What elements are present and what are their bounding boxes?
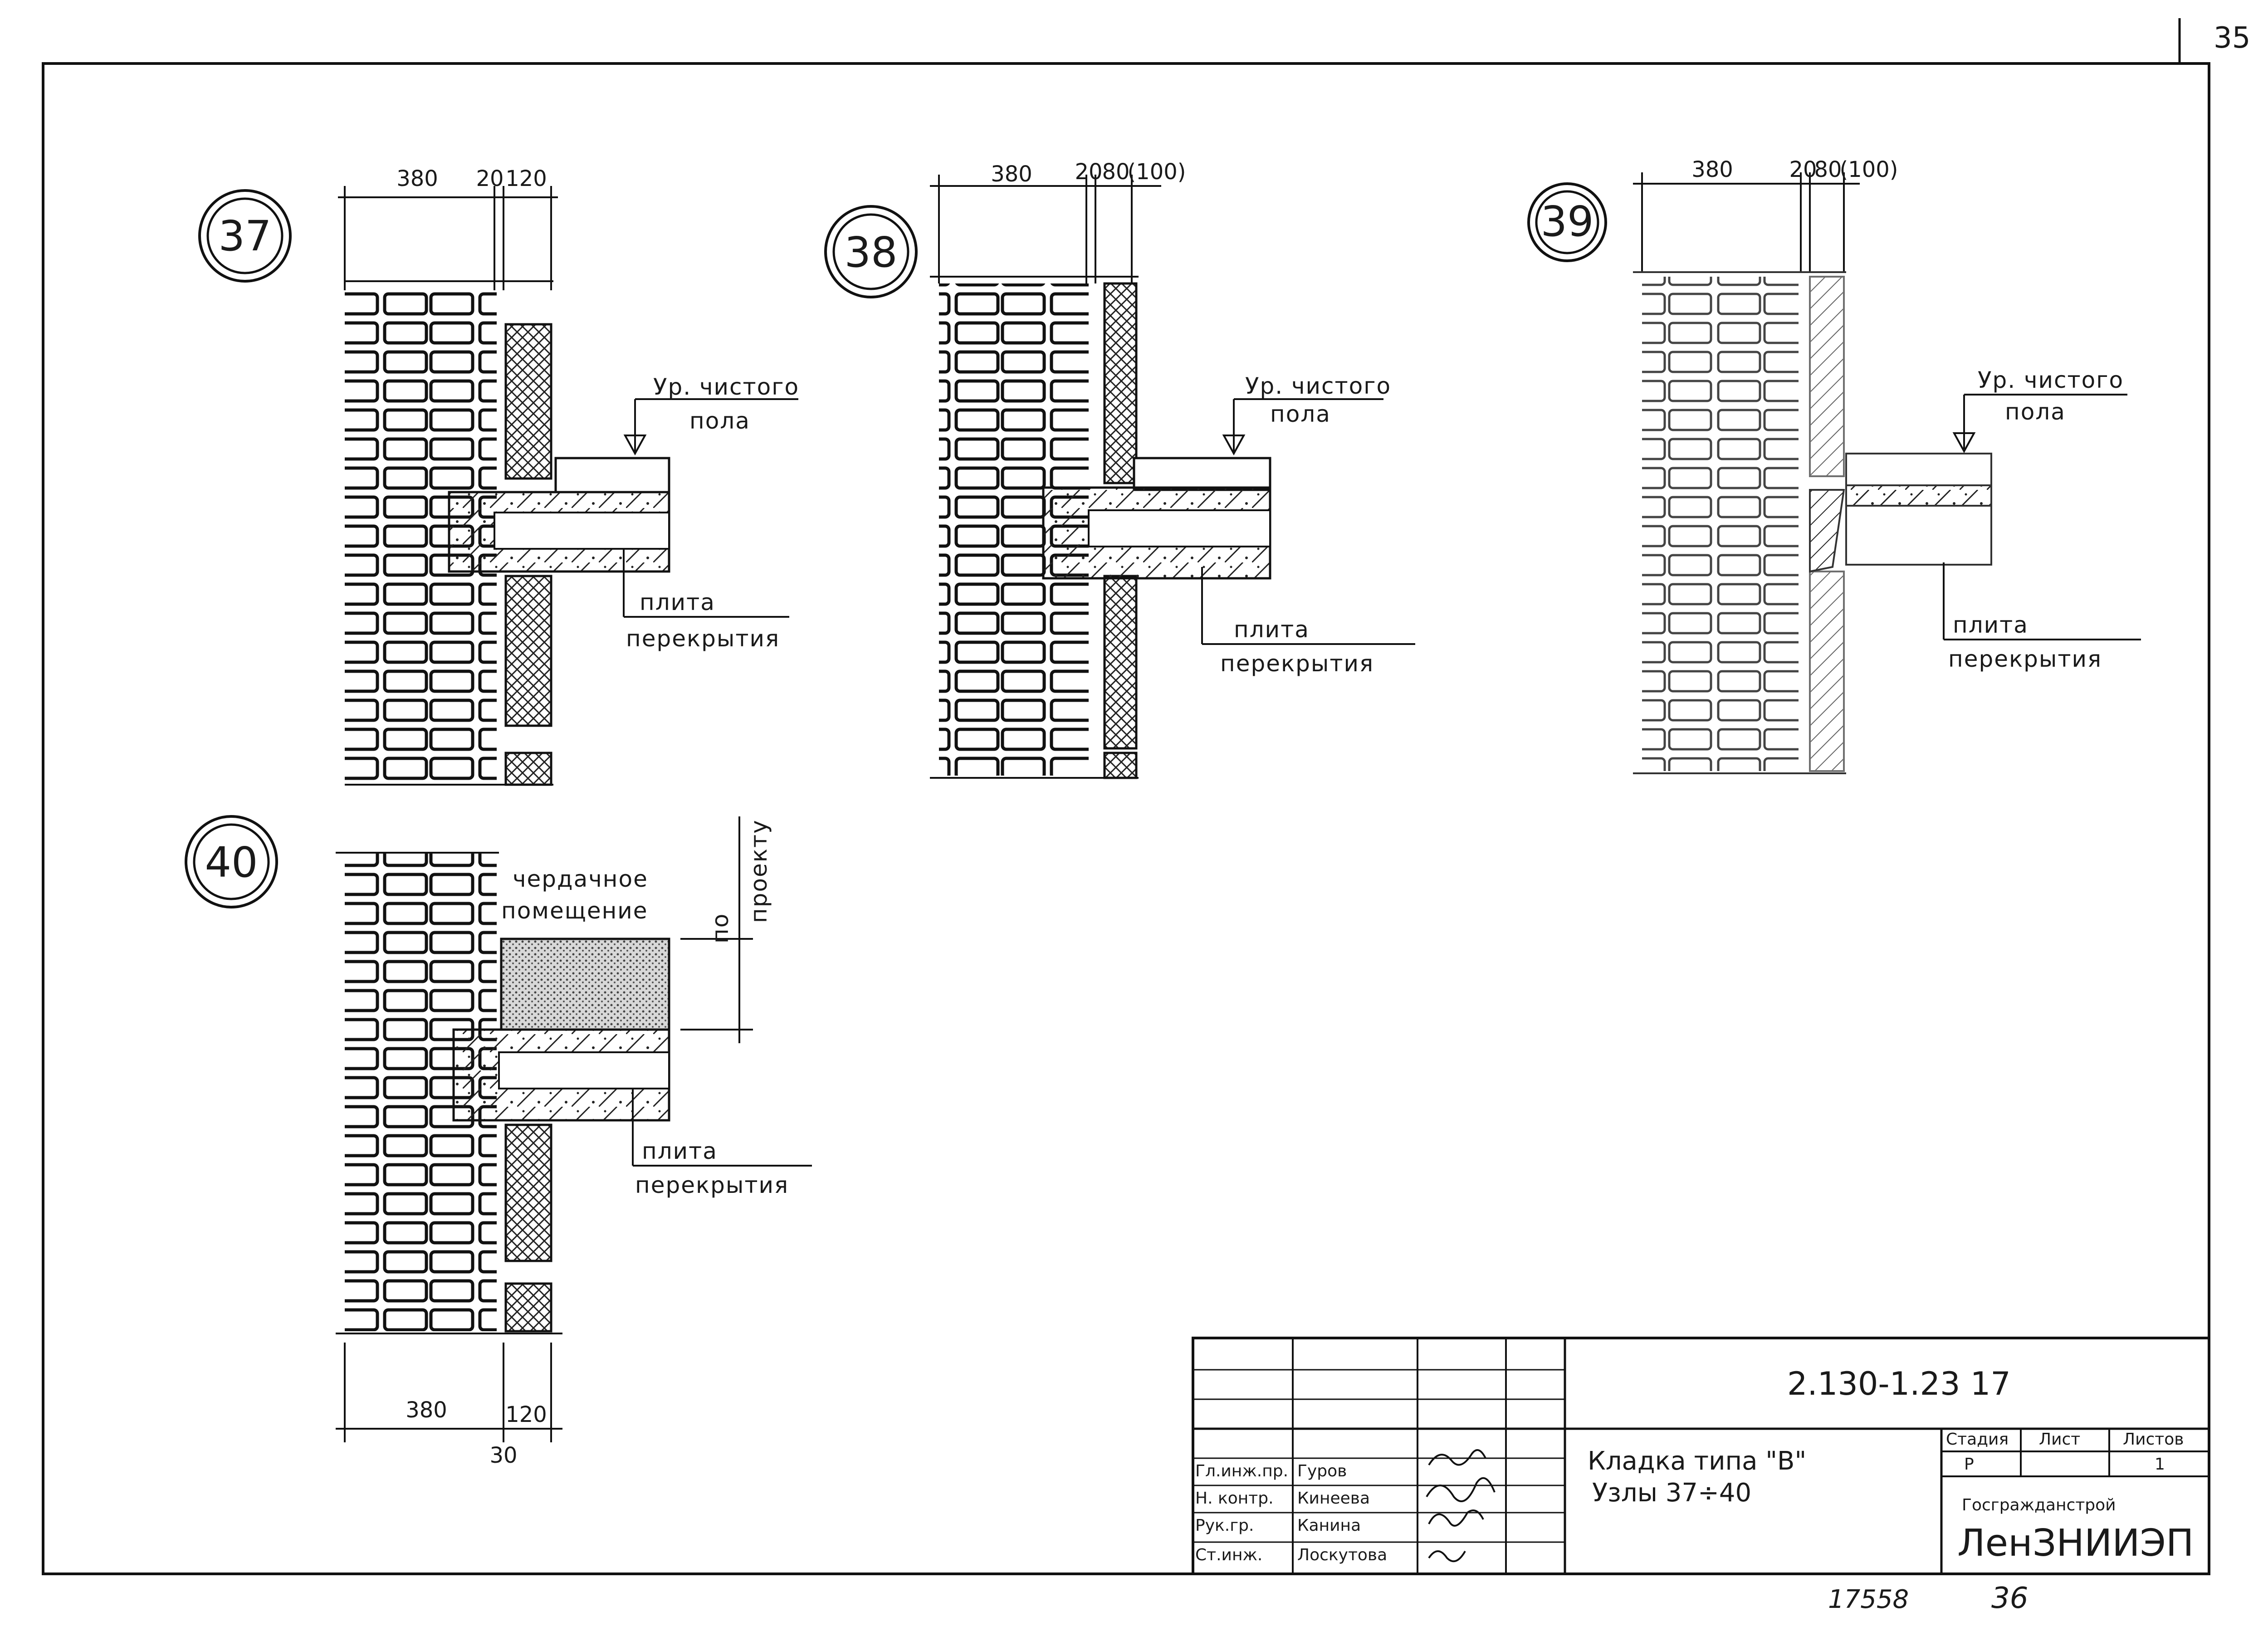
node-38-dim-20: 20 xyxy=(1075,159,1102,185)
node-38-dim-100: (100) xyxy=(1127,159,1186,185)
node-39-floor-label-2: пола xyxy=(2005,399,2066,425)
node-37-circle xyxy=(198,189,292,283)
role-chief-engineer: Гл.инж.пр. xyxy=(1195,1462,1288,1480)
node-39-dim-100: (100) xyxy=(1839,157,1898,182)
node-38-slab-label-2: перекрытия xyxy=(1220,650,1374,677)
node-37-slab-label-1: плита xyxy=(640,589,715,615)
sheet-frame: 35 xyxy=(42,18,2250,1575)
node-38-dim-80: 80 xyxy=(1102,159,1129,185)
name-group-leader: Канина xyxy=(1297,1516,1361,1535)
node-39-dim-380: 380 xyxy=(1691,157,1733,182)
sheet-header: Лист xyxy=(2039,1430,2080,1449)
stage-header: Стадия xyxy=(1946,1430,2009,1449)
node-40: 40 чердачное помещение по проекту плита … xyxy=(185,815,812,1468)
node-40-by-project-2: проекту xyxy=(746,819,772,923)
bottom-number: 36 xyxy=(1991,1582,2028,1615)
name-senior-engineer: Лоскутова xyxy=(1297,1546,1387,1564)
node-39-brick-wall xyxy=(1642,277,1799,771)
role-group-leader: Рук.гр. xyxy=(1195,1516,1254,1535)
node-39-floor xyxy=(1845,453,1992,486)
inventory-number: 17558 xyxy=(1828,1585,1909,1614)
sheets-header: Листов xyxy=(2123,1430,2184,1449)
signatures xyxy=(1426,1449,1496,1563)
node-39-dim-20: 20 xyxy=(1789,157,1817,182)
node-37-insulation-lower xyxy=(504,575,552,727)
node-40-circle xyxy=(185,815,278,908)
node-40-slab-label-1: плита xyxy=(642,1138,718,1164)
name-chief-engineer: Гуров xyxy=(1297,1462,1347,1480)
title-line-1: Кладка типа "В" xyxy=(1588,1446,1806,1476)
node-39-slab-label-2: перекрытия xyxy=(1948,646,2102,672)
node-38-insulation-lower xyxy=(1103,575,1138,750)
node-39-number: 39 xyxy=(1540,197,1593,246)
role-senior-engineer: Ст.инж. xyxy=(1195,1546,1262,1564)
node-39-slab-label-1: плита xyxy=(1953,612,2028,638)
node-39-circle xyxy=(1527,182,1607,262)
node-38-slab-label-1: плита xyxy=(1234,616,1310,643)
stage-value: Р xyxy=(1964,1455,1974,1474)
node-37-number: 37 xyxy=(218,212,271,260)
node-38-insulation-upper xyxy=(1103,282,1138,484)
node-38-floor xyxy=(1133,457,1271,491)
sheets-value: 1 xyxy=(2155,1455,2165,1474)
node-37-dim-120: 120 xyxy=(505,166,547,191)
doc-code: 2.130-1.23 17 xyxy=(1787,1365,2011,1402)
node-40-insulation-lower xyxy=(504,1123,552,1262)
node-37-dim-20: 20 xyxy=(476,166,503,191)
node-40-dim-30: 30 xyxy=(489,1443,517,1468)
node-40-dim-120: 120 xyxy=(505,1402,547,1427)
node-39-dim-80: 80 xyxy=(1814,157,1842,182)
node-37-insulation-upper xyxy=(504,323,552,480)
node-38-floor-label-2: пола xyxy=(1270,401,1331,427)
node-37-floor-label-1: Ур. чистого xyxy=(653,374,799,400)
title-block: 2.130-1.23 17 Кладка типа "В" Узлы 37÷40… xyxy=(1192,1337,2210,1575)
title-line-2: Узлы 37÷40 xyxy=(1592,1478,1751,1508)
node-40-attic-label-2: помещение xyxy=(501,898,648,924)
node-39-insulation-upper xyxy=(1809,276,1845,477)
node-39-insulation-lower xyxy=(1809,571,1845,772)
node-37-floor xyxy=(554,457,670,493)
node-39-slab xyxy=(1845,484,1992,507)
node-38-number: 38 xyxy=(844,228,897,277)
node-40-slab-label-2: перекрытия xyxy=(635,1172,789,1198)
node-37-floor-label-2: пола xyxy=(689,408,750,434)
org-line-1: Госгражданстрой xyxy=(1962,1496,2116,1514)
node-38: 38 380 20 80 (100) Ур. чистого пола плит… xyxy=(824,159,1415,779)
node-39-floor-label-1: Ур. чистого xyxy=(1978,367,2124,393)
node-37-slab-label-2: перекрытия xyxy=(626,625,780,652)
node-40-dim-380: 380 xyxy=(406,1397,447,1423)
node-40-by-project-1: по xyxy=(707,913,733,943)
name-norm-control: Кинеева xyxy=(1297,1489,1370,1508)
page-number: 35 xyxy=(2214,21,2250,55)
node-37: 37 380 20 120 Ур. чистого пола плита пер… xyxy=(198,166,799,786)
node-38-floor-label-1: Ур. чистого xyxy=(1245,373,1391,399)
node-40-attic-label-1: чердачное xyxy=(513,866,648,892)
role-norm-control: Н. контр. xyxy=(1195,1489,1274,1508)
node-39: 39 380 20 80 (100) Ур. чистого пола плит… xyxy=(1527,157,2141,774)
node-37-dim-380: 380 xyxy=(396,166,438,191)
node-38-dim-380: 380 xyxy=(991,161,1032,187)
node-40-number: 40 xyxy=(205,838,258,887)
node-40-attic-insulation xyxy=(500,938,670,1031)
org-line-2: ЛенЗНИИЭП xyxy=(1957,1522,2194,1565)
node-38-circle xyxy=(824,205,918,298)
